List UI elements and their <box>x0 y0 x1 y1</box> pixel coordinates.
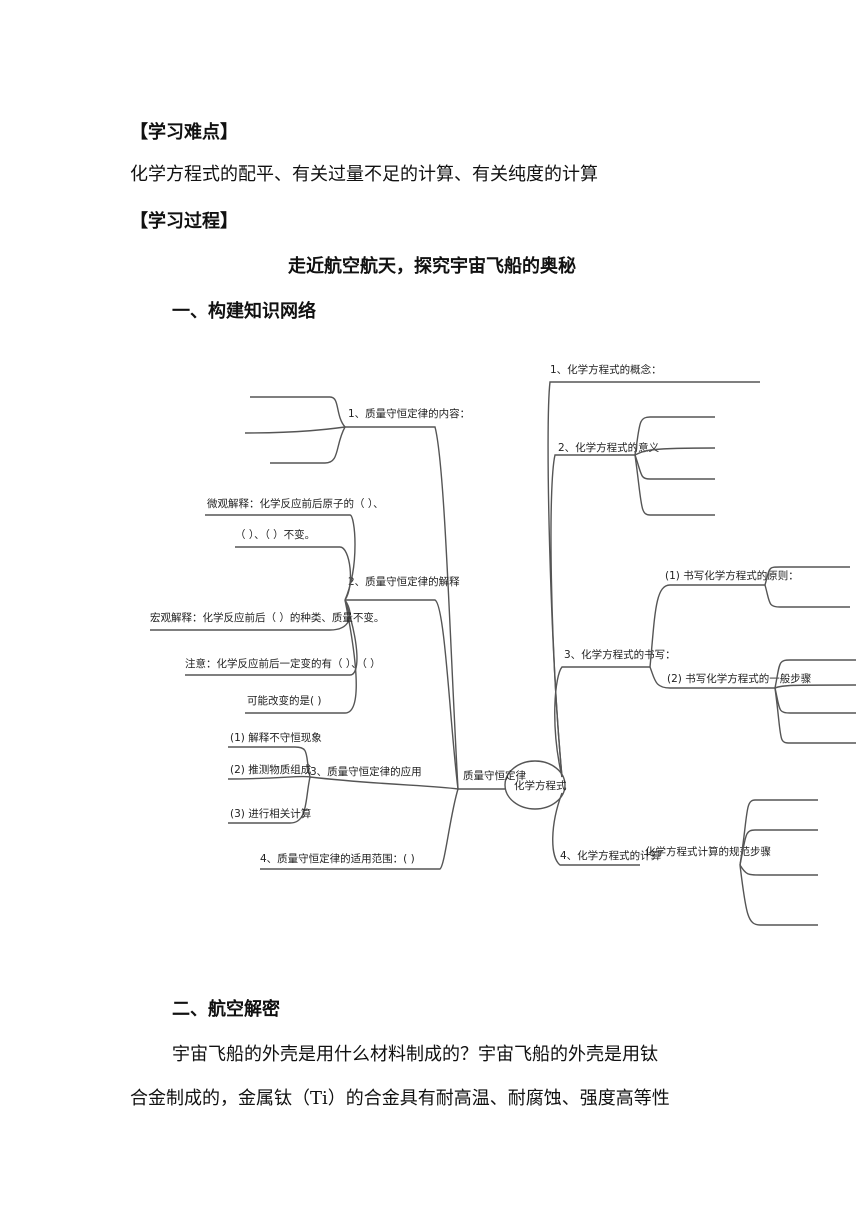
paragraph-line-2: 合金制成的，金属钛（Ti）的合金具有耐高温、耐腐蚀、强度高等性 <box>130 1088 670 1109</box>
mindmap-micro-1: 微观解释：化学反应前后原子的（ ）、 <box>207 497 384 510</box>
mindmap-right-calc: 4、化学方程式的计算 <box>560 849 661 862</box>
mindmap-left-explanation: 2、质量守恒定律的解释 <box>348 575 460 588</box>
mindmap-right-meaning: 2、化学方程式的意义 <box>558 441 660 454</box>
mindmap-macro: 宏观解释：化学反应前后（ ）的种类、质量不变。 <box>150 611 384 624</box>
knowledge-mindmap: 化学方程式 质量守恒定律 1、质量守恒定律的内容： 2、质量守恒定律的解释 3、… <box>150 363 857 926</box>
mindmap-app-3: (3) 进行相关计算 <box>230 807 311 820</box>
section-aviation: 二、航空解密 <box>172 999 280 1020</box>
mindmap-calc-steps: 化学方程式计算的规范步骤 <box>645 845 771 858</box>
mindmap-mass-law-label: 质量守恒定律 <box>463 769 526 782</box>
mindmap-left-application: 3、质量守恒定律的应用 <box>310 765 422 778</box>
mindmap-left-scope: 4、质量守恒定律的适用范围：( ) <box>260 852 415 865</box>
mindmap-app-2: (2) 推测物质组成 <box>230 763 312 776</box>
mindmap-right-concept: 1、化学方程式的概念： <box>550 363 662 376</box>
mindmap-app-1: (1) 解释不守恒现象 <box>230 731 322 744</box>
heading-difficulty: 【学习难点】 <box>130 122 238 143</box>
mindmap-steps: (2) 书写化学方程式的一般步骤 <box>667 672 811 685</box>
subtitle: 走近航空航天，探究宇宙飞船的奥秘 <box>288 256 576 277</box>
mindmap-note-2: 可能改变的是( ) <box>247 694 322 707</box>
mindmap-principle: (1) 书写化学方程式的原则： <box>665 569 799 582</box>
difficulty-text: 化学方程式的配平、有关过量不足的计算、有关纯度的计算 <box>130 164 598 185</box>
heading-process: 【学习过程】 <box>130 211 238 232</box>
mindmap-note-1: 注意：化学反应前后一定变的有（ ）、（ ） <box>185 657 381 670</box>
section-knowledge-network: 一、构建知识网络 <box>172 301 316 322</box>
mindmap-center-label: 化学方程式 <box>514 779 567 792</box>
mindmap-center-node <box>504 760 566 810</box>
mindmap-left-content: 1、质量守恒定律的内容： <box>348 407 470 420</box>
mindmap-micro-2: （ ）、（ ）不变。 <box>235 528 315 541</box>
mindmap-right-writing: 3、化学方程式的书写： <box>564 648 676 661</box>
paragraph-line-1: 宇宙飞船的外壳是用什么材料制成的？宇宙飞船的外壳是用钛 <box>172 1044 658 1065</box>
